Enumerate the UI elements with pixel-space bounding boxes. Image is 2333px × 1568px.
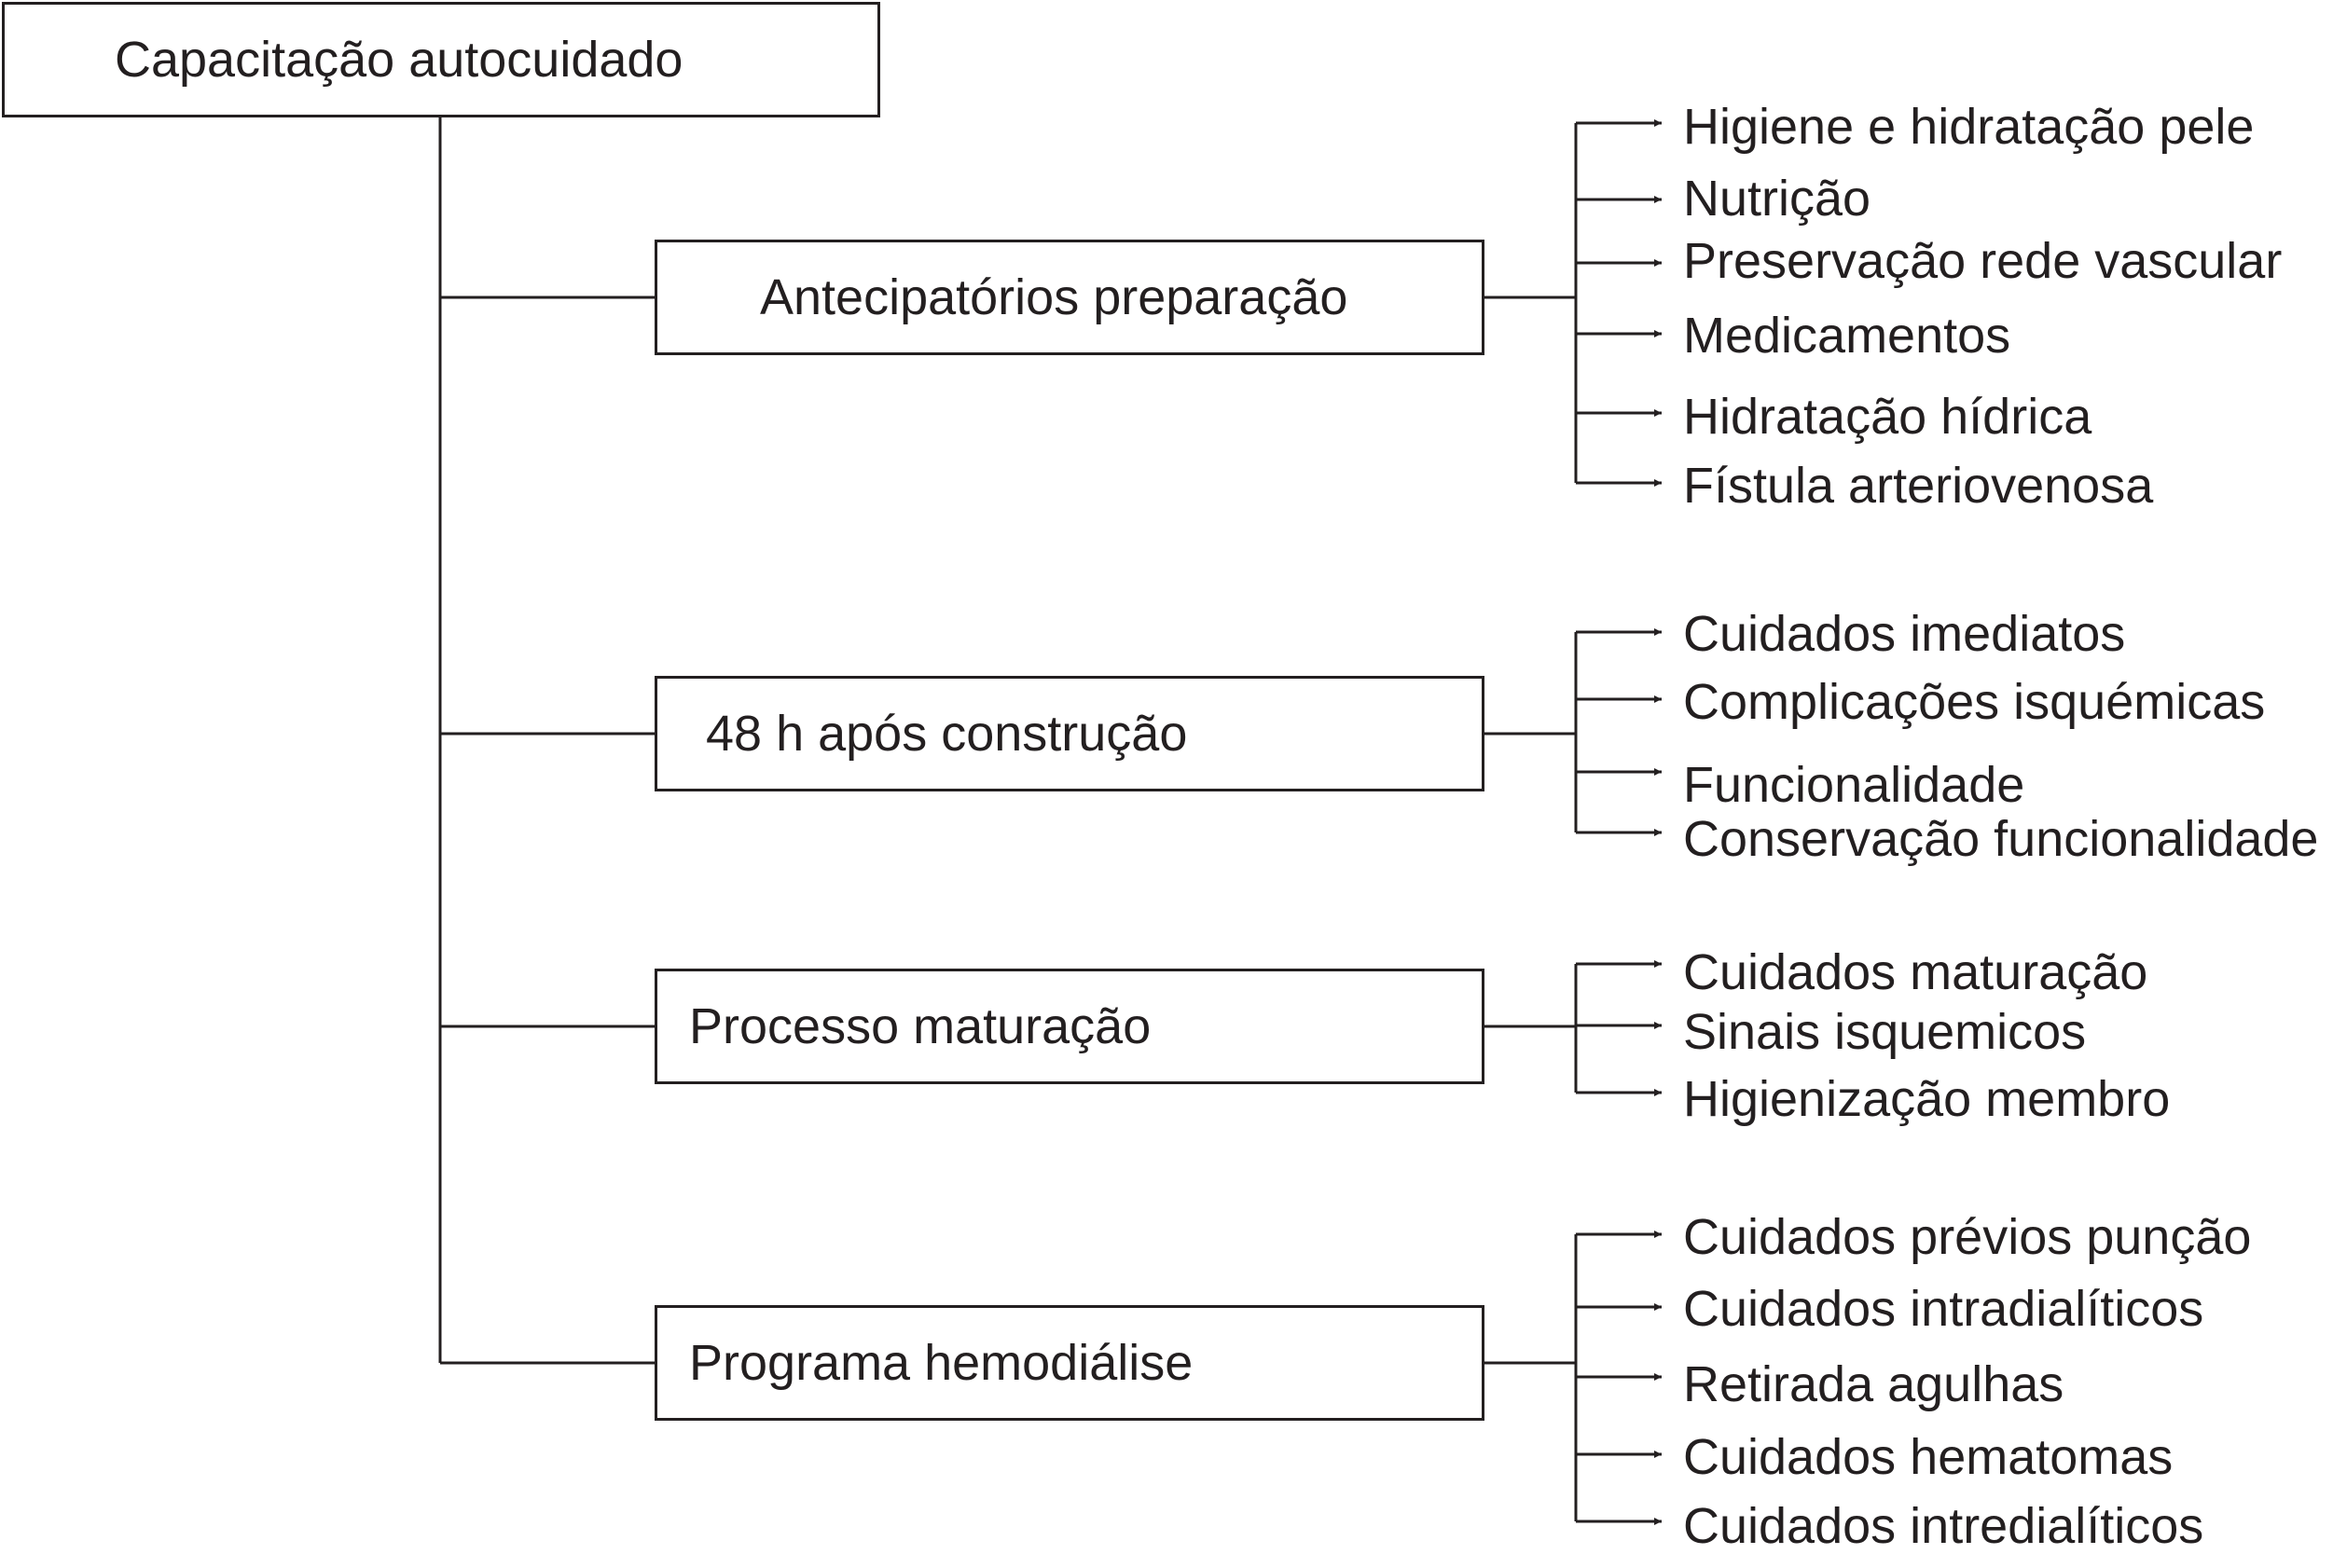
root-label: Capacitação autocuidado [115, 32, 683, 88]
leaf-item: Cuidados imediatos [1683, 606, 2126, 662]
leaf-item: Cuidados intredialíticos [1683, 1498, 2204, 1554]
group-box-maturation: Processo maturação [655, 969, 1484, 1084]
leaf-item: Higiene e hidratação pele [1683, 99, 2255, 155]
leaf-item: Funcionalidade [1683, 757, 2025, 813]
root-box: Capacitação autocuidado [2, 2, 880, 117]
leaf-item: Nutrição [1683, 171, 1871, 227]
group-box-48h: 48 h após construção [655, 676, 1484, 791]
leaf-item: Complicações isquémicas [1683, 674, 2266, 730]
leaf-item: Sinais isquemicos [1683, 1004, 2087, 1060]
leaf-item: Conservação funcionalidade [1683, 811, 2319, 867]
leaf-item: Higienização membro [1683, 1071, 2171, 1127]
group-label: Programa hemodiálise [689, 1335, 1194, 1391]
leaf-item: Medicamentos [1683, 308, 2011, 364]
group-box-anticipatory: Antecipatórios preparação [655, 240, 1484, 355]
leaf-item: Fístula arteriovenosa [1683, 458, 2154, 514]
leaf-item: Hidratação hídrica [1683, 389, 2092, 445]
leaf-item: Retirada agulhas [1683, 1356, 2064, 1412]
leaf-item: Cuidados prévios punção [1683, 1209, 2252, 1265]
leaf-item: Cuidados intradialíticos [1683, 1281, 2204, 1337]
leaf-item: Cuidados hematomas [1683, 1429, 2174, 1485]
group-label: 48 h após construção [706, 706, 1188, 762]
group-label: Antecipatórios preparação [760, 269, 1348, 325]
group-label: Processo maturação [689, 998, 1152, 1054]
leaf-item: Cuidados maturação [1683, 944, 2148, 1000]
group-box-hemodialysis: Programa hemodiálise [655, 1305, 1484, 1421]
leaf-item: Preservação rede vascular [1683, 233, 2283, 289]
